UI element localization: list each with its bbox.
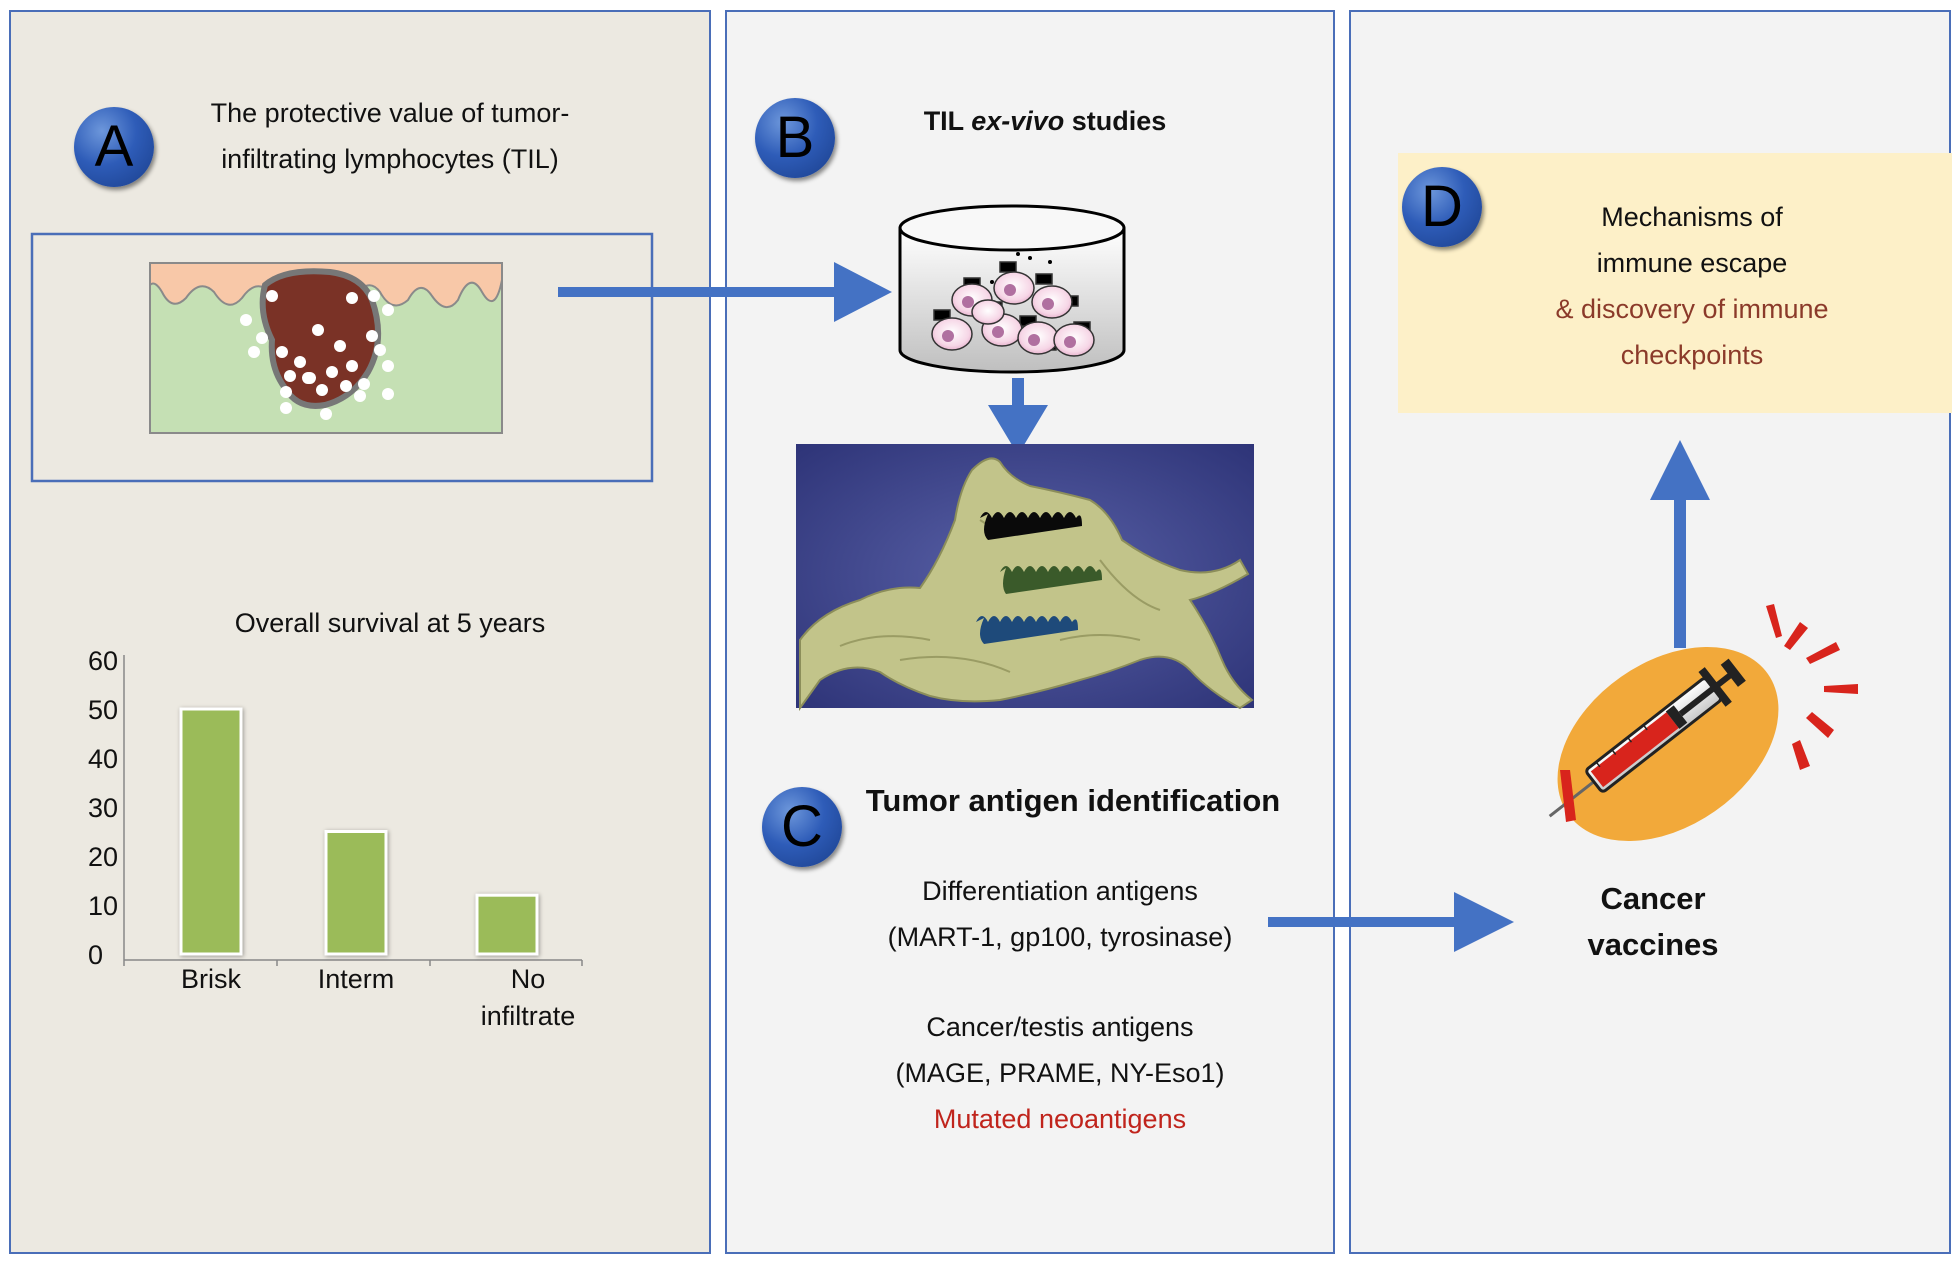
- panel-a-title-line2: infiltrating lymphocytes (TIL): [221, 144, 559, 174]
- cancer-vaccines-line1: Cancer: [1600, 881, 1706, 916]
- cancer-vaccines-label: Cancer vaccines: [1540, 876, 1766, 968]
- cancer-vaccines-line2: vaccines: [1587, 927, 1719, 962]
- chart-title: Overall survival at 5 years: [234, 608, 546, 638]
- panel-a-title-line1: The protective value of tumor-: [210, 98, 570, 128]
- y-tick-label: 20: [88, 842, 118, 872]
- arrow-to-dish: [558, 262, 892, 322]
- arrow-to-vaccines: [1268, 892, 1514, 952]
- survival-chart-axes: [123, 655, 583, 966]
- cancer-testis-antigens-line2: (MAGE, PRAME, NY-Eso1): [895, 1058, 1225, 1088]
- escape-mechanisms-box: [1398, 153, 1952, 413]
- syringe-vaccine-icon: [1548, 604, 1858, 841]
- escape-line2: immune escape: [1596, 248, 1788, 278]
- badge-a: A: [74, 107, 154, 187]
- bar-no-infiltrate: [475, 893, 539, 956]
- mutated-neoantigens: Mutated neoantigens: [933, 1104, 1187, 1134]
- y-tick-label: 50: [88, 695, 118, 725]
- differentiation-antigens-line2: (MART-1, gp100, tyrosinase): [887, 922, 1233, 952]
- badge-d: D: [1402, 167, 1482, 247]
- y-tick-label: 0: [88, 940, 103, 970]
- panel-b-title-prefix: TIL: [923, 106, 972, 136]
- escape-line4: checkpoints: [1620, 340, 1764, 370]
- x-category-label: Interm: [318, 964, 395, 994]
- escape-line1: Mechanisms of: [1601, 202, 1783, 232]
- differentiation-antigens-line1: Differentiation antigens: [922, 876, 1198, 906]
- tissue-illustration: [149, 262, 503, 434]
- badge-c: C: [762, 787, 842, 867]
- sem-micrograph-image: [796, 444, 1254, 712]
- y-tick-label: 40: [88, 744, 118, 774]
- petri-dish-illustration: [898, 204, 1126, 374]
- panel-b-title-italic: ex-vivo: [971, 106, 1065, 136]
- y-tick-label: 10: [88, 891, 118, 921]
- escape-mechanisms-text: Mechanisms of immune escape & discovery …: [1530, 194, 1854, 378]
- escape-line3: & discovery of immune: [1555, 294, 1829, 324]
- arrow-up-to-escape: [1650, 440, 1710, 648]
- bar-interm: [324, 830, 388, 956]
- arrow-down-to-sem: [988, 378, 1048, 455]
- x-category-label: Brisk: [181, 964, 241, 994]
- y-tick-label: 30: [88, 793, 118, 823]
- cancer-testis-antigens-line1: Cancer/testis antigens: [926, 1012, 1194, 1042]
- panel-b-title: TIL ex-vivo studies: [880, 98, 1210, 144]
- badge-b: B: [755, 98, 835, 178]
- panel-a-title: The protective value of tumor- infiltrat…: [150, 90, 630, 182]
- panel-b-title-suffix: studies: [1064, 106, 1167, 136]
- panel-c-title: Tumor antigen identification: [865, 783, 1281, 818]
- y-tick-label: 60: [88, 646, 118, 676]
- panel-til-value: [9, 10, 711, 1254]
- differentiation-antigens: Differentiation antigens (MART-1, gp100,…: [840, 868, 1280, 960]
- cancer-testis-antigens: Cancer/testis antigens (MAGE, PRAME, NY-…: [840, 1004, 1280, 1142]
- bar-brisk: [179, 707, 243, 956]
